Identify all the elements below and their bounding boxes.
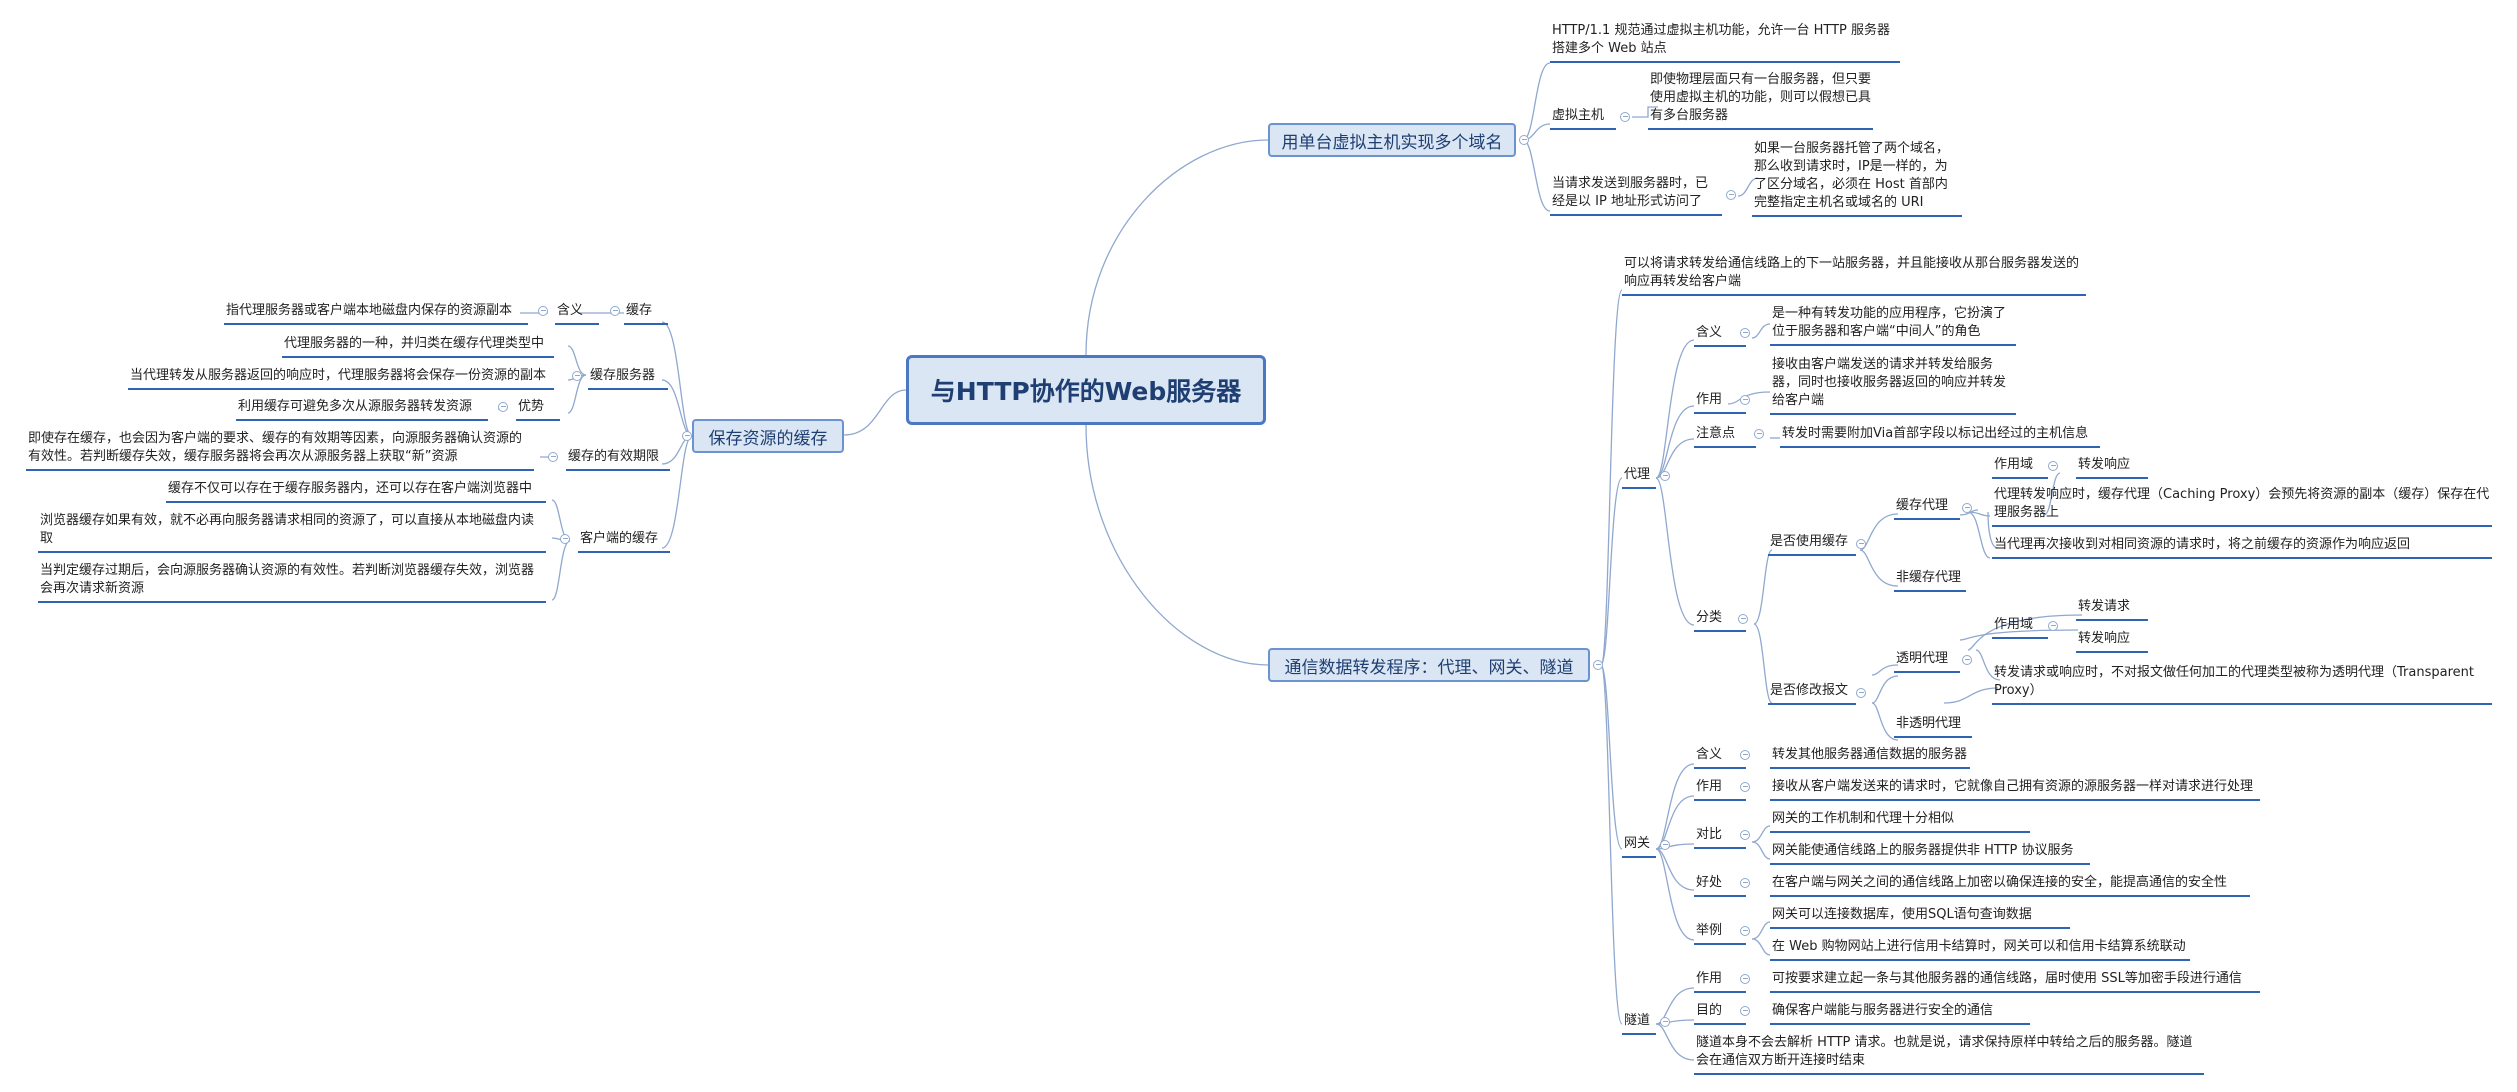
gateway-role-node[interactable]: 作用 [1694, 778, 1746, 801]
gateway-role-text: 接收从客户端发送来的请求时，它就像自己拥有资源的源服务器一样对请求进行处理 [1770, 778, 2260, 801]
cache-validity-text: 即使存在缓存，也会因为客户端的要求、缓存的有效期等因素，向源服务器确认资源的有效… [26, 430, 534, 471]
collapse-icon[interactable] [1740, 974, 1750, 984]
collapse-icon[interactable] [1660, 840, 1670, 850]
collapse-icon[interactable] [548, 452, 558, 462]
root-topic[interactable]: 与HTTP协作的Web服务器 [906, 355, 1266, 425]
gateway-node[interactable]: 网关 [1622, 835, 1656, 858]
cache-server-node[interactable]: 缓存服务器 [588, 367, 668, 390]
collapse-icon[interactable] [1740, 328, 1750, 338]
gateway-benefit-node[interactable]: 好处 [1694, 874, 1746, 897]
tunnel-goal-text: 确保客户端能与服务器进行安全的通信 [1770, 1002, 2030, 1025]
gateway-compare-node[interactable]: 对比 [1694, 826, 1746, 849]
collapse-icon[interactable] [1738, 614, 1748, 624]
gateway-benefit-text: 在客户端与网关之间的通信线路上加密以确保连接的安全，能提高通信的安全性 [1770, 874, 2250, 897]
cache-advantage-text: 利用缓存可避免多次从源服务器转发资源 [236, 398, 488, 421]
proxy-meaning-node[interactable]: 含义 [1694, 324, 1746, 347]
client-cache-text-1: 缓存不仅可以存在于缓存服务器内，还可以存在客户端浏览器中 [166, 480, 546, 503]
vhost-description: HTTP/1.1 规范通过虚拟主机功能，允许一台 HTTP 服务器搭建多个 We… [1550, 22, 1900, 63]
proxy-note-node[interactable]: 注意点 [1694, 425, 1756, 448]
collapse-icon[interactable] [538, 306, 548, 316]
request-ip-node[interactable]: 当请求发送到服务器时，已经是以 IP 地址形式访问了 [1550, 175, 1722, 216]
gateway-example-node[interactable]: 举例 [1694, 922, 1746, 945]
cache-server-text-2: 当代理转发从服务器返回的响应时，代理服务器将会保存一份资源的副本 [128, 367, 554, 390]
collapse-icon[interactable] [1740, 395, 1750, 405]
cache-meaning-text: 指代理服务器或客户端本地磁盘内保存的资源副本 [224, 302, 528, 325]
collapse-icon[interactable] [1593, 660, 1603, 670]
transparent-proxy-scope-node[interactable]: 作用域 [1992, 616, 2048, 639]
cache-proxy-forward-response: 转发响应 [2076, 456, 2148, 479]
collapse-icon[interactable] [1740, 782, 1750, 792]
modify-message-node[interactable]: 是否修改报文 [1768, 682, 1856, 705]
collapse-icon[interactable] [1660, 1017, 1670, 1027]
collapse-icon[interactable] [1660, 471, 1670, 481]
cache-node[interactable]: 缓存 [624, 302, 668, 325]
collapse-icon[interactable] [1856, 688, 1866, 698]
collapse-icon[interactable] [1620, 112, 1630, 122]
collapse-icon[interactable] [610, 306, 620, 316]
use-cache-node[interactable]: 是否使用缓存 [1768, 533, 1856, 556]
proxy-role-node[interactable]: 作用 [1694, 391, 1746, 414]
collapse-icon[interactable] [498, 402, 508, 412]
proxy-node[interactable]: 代理 [1622, 466, 1656, 489]
collapse-icon[interactable] [2048, 621, 2058, 631]
cache-meaning-node[interactable]: 含义 [555, 302, 599, 325]
non-transparent-proxy-node[interactable]: 非透明代理 [1894, 715, 1972, 738]
transparent-forward-response: 转发响应 [2076, 630, 2148, 653]
transparent-forward-request: 转发请求 [2076, 598, 2148, 621]
proxy-class-node[interactable]: 分类 [1694, 609, 1746, 632]
tunnel-role-text: 可按要求建立起一条与其他服务器的通信线路，届时使用 SSL等加密手段进行通信 [1770, 970, 2260, 993]
collapse-icon[interactable] [682, 431, 692, 441]
collapse-icon[interactable] [1740, 1006, 1750, 1016]
collapse-icon[interactable] [1740, 830, 1750, 840]
tunnel-goal-node[interactable]: 目的 [1694, 1002, 1746, 1025]
tunnel-node[interactable]: 隧道 [1622, 1012, 1656, 1035]
branch-cache[interactable]: 保存资源的缓存 [692, 419, 844, 453]
cache-proxy-node[interactable]: 缓存代理 [1894, 497, 1960, 520]
transparent-proxy-text: 转发请求或响应时，不对报文做任何加工的代理类型被称为透明代理（Transpare… [1992, 664, 2492, 705]
virtual-host-text: 即使物理层面只有一台服务器，但只要使用虚拟主机的功能，则可以假想已具有多台服务器 [1648, 71, 1873, 130]
request-ip-text: 如果一台服务器托管了两个域名，那么收到请求时，IP是一样的，为了区分域名，必须在… [1752, 140, 1962, 217]
gateway-meaning-text: 转发其他服务器通信数据的服务器 [1770, 746, 1970, 769]
gateway-example-text-2: 在 Web 购物网站上进行信用卡结算时，网关可以和信用卡结算系统联动 [1770, 938, 2190, 961]
proxy-role-text: 接收由客户端发送的请求并转发给服务器，同时也接收服务器返回的响应并转发给客户端 [1770, 356, 2016, 415]
non-cache-proxy-node[interactable]: 非缓存代理 [1894, 569, 1966, 592]
proxy-note-text: 转发时需要附加Via首部字段以标记出经过的主机信息 [1780, 425, 2100, 448]
collapse-icon[interactable] [1519, 135, 1529, 145]
cache-validity-node[interactable]: 缓存的有效期限 [566, 448, 670, 471]
gateway-example-text-1: 网关可以连接数据库，使用SQL语句查询数据 [1770, 906, 2070, 929]
collapse-icon[interactable] [1726, 190, 1736, 200]
proxy-meaning-text: 是一种有转发功能的应用程序，它扮演了位于服务器和客户端“中间人”的角色 [1770, 305, 2016, 346]
gateway-compare-text-1: 网关的工作机制和代理十分相似 [1770, 810, 2030, 833]
collapse-icon[interactable] [560, 534, 570, 544]
cache-proxy-text-2: 当代理再次接收到对相同资源的请求时，将之前缓存的资源作为响应返回 [1992, 536, 2492, 559]
relay-description: 可以将请求转发给通信线路上的下一站服务器，并且能接收从那台服务器发送的响应再转发… [1622, 255, 2086, 296]
gateway-meaning-node[interactable]: 含义 [1694, 746, 1746, 769]
collapse-icon[interactable] [1856, 539, 1866, 549]
transparent-proxy-node[interactable]: 透明代理 [1894, 650, 1960, 673]
cache-advantage-node[interactable]: 优势 [516, 398, 560, 421]
collapse-icon[interactable] [572, 371, 582, 381]
branch-virtual-host[interactable]: 用单台虚拟主机实现多个域名 [1268, 123, 1516, 157]
branch-relay[interactable]: 通信数据转发程序：代理、网关、隧道 [1268, 648, 1590, 682]
collapse-icon[interactable] [1740, 926, 1750, 936]
virtual-host-node[interactable]: 虚拟主机 [1550, 107, 1616, 130]
collapse-icon[interactable] [2048, 461, 2058, 471]
cache-server-text-1: 代理服务器的一种，并归类在缓存代理类型中 [282, 335, 554, 358]
collapse-icon[interactable] [1754, 429, 1764, 439]
collapse-icon[interactable] [1962, 655, 1972, 665]
tunnel-tail-text: 隧道本身不会去解析 HTTP 请求。也就是说，请求保持原样中转给之后的服务器。隧… [1694, 1034, 2204, 1075]
tunnel-role-node[interactable]: 作用 [1694, 970, 1746, 993]
collapse-icon[interactable] [1740, 750, 1750, 760]
client-cache-text-2: 浏览器缓存如果有效，就不必再向服务器请求相同的资源了，可以直接从本地磁盘内读取 [38, 512, 546, 553]
gateway-compare-text-2: 网关能使通信线路上的服务器提供非 HTTP 协议服务 [1770, 842, 2090, 865]
collapse-icon[interactable] [1962, 503, 1972, 513]
client-cache-node[interactable]: 客户端的缓存 [578, 530, 670, 553]
cache-proxy-scope-node[interactable]: 作用域 [1992, 456, 2048, 479]
collapse-icon[interactable] [1740, 878, 1750, 888]
cache-proxy-text-1: 代理转发响应时，缓存代理（Caching Proxy）会预先将资源的副本（缓存）… [1992, 486, 2492, 527]
client-cache-text-3: 当判定缓存过期后，会向源服务器确认资源的有效性。若判断浏览器缓存失效，浏览器会再… [38, 562, 546, 603]
